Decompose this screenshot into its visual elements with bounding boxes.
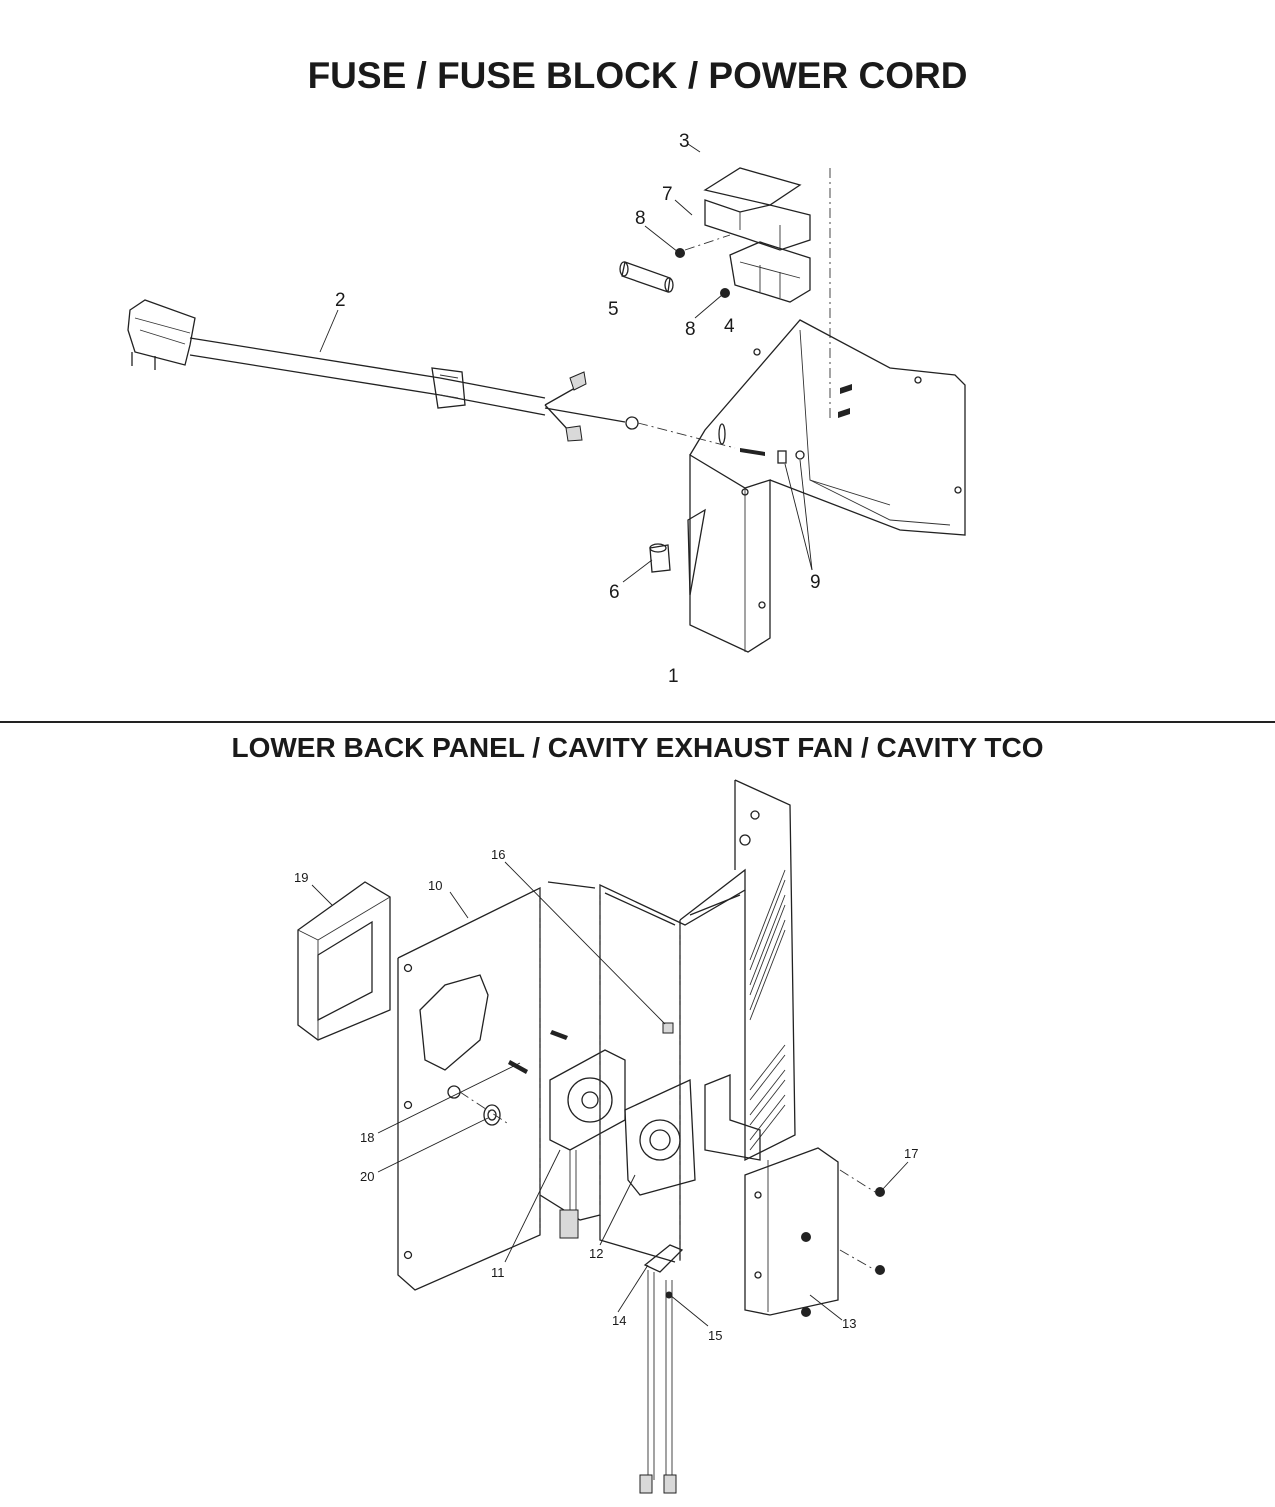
strain-relief	[431, 367, 466, 409]
callout-14: 14	[612, 1313, 626, 1328]
top-exploded-view	[127, 167, 966, 653]
callout-19: 19	[294, 870, 308, 885]
callout-13: 13	[842, 1316, 856, 1331]
callout-4: 4	[724, 316, 735, 337]
top-leader-lines	[319, 143, 813, 583]
callout-5: 5	[608, 299, 619, 320]
callout-1: 1	[668, 666, 679, 687]
callout-17: 17	[904, 1146, 918, 1161]
fan-guard	[624, 1079, 696, 1196]
bracket-panel	[687, 319, 966, 653]
callout-8b: 8	[685, 319, 696, 340]
callout-8a: 8	[635, 208, 646, 229]
power-cord	[189, 337, 546, 399]
callout-11: 11	[491, 1265, 505, 1280]
fuse	[619, 261, 674, 293]
callout-7: 7	[662, 184, 673, 205]
callout-12: 12	[589, 1246, 603, 1261]
gasket-frame	[297, 881, 391, 1041]
callout-15: 15	[708, 1328, 722, 1343]
fuse-block-assembly	[703, 167, 831, 420]
power-cord-plug	[127, 299, 196, 370]
section-title-lower-back-panel: LOWER BACK PANEL / CAVITY EXHAUST FAN / …	[231, 732, 1044, 763]
callout-9: 9	[810, 572, 821, 593]
callout-2: 2	[335, 290, 346, 311]
lower-back-panel	[397, 779, 796, 1291]
cavity-tco	[639, 1244, 684, 1494]
callout-10: 10	[428, 878, 442, 893]
bottom-leader-lines	[311, 861, 909, 1327]
section-divider	[0, 721, 1275, 723]
fan-opening	[419, 974, 489, 1099]
bushing	[649, 543, 671, 573]
callout-3: 3	[679, 131, 690, 152]
callout-6: 6	[609, 582, 620, 603]
callout-20: 20	[360, 1169, 374, 1184]
section-title-fuse-block: FUSE / FUSE BLOCK / POWER CORD	[307, 55, 968, 96]
callout-16: 16	[491, 847, 505, 862]
exhaust-fan	[549, 1049, 626, 1239]
tco-cover	[744, 1147, 839, 1316]
callout-18: 18	[360, 1130, 374, 1145]
bottom-exploded-view	[297, 779, 885, 1494]
